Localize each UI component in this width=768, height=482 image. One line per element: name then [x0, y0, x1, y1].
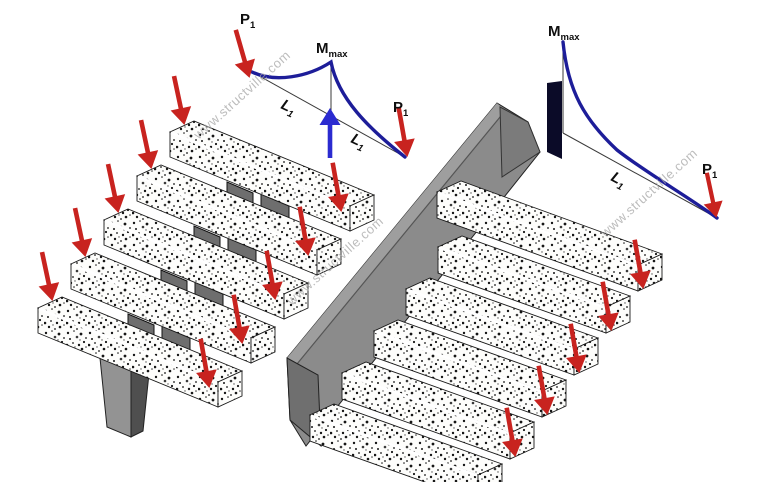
max-moment-label: Mmax	[548, 23, 580, 43]
wall-ridge-line	[296, 110, 506, 365]
load-label: P1	[702, 161, 718, 181]
point-load-arrow	[31, 249, 63, 304]
span-label: L1	[607, 169, 629, 193]
cantilever-beam-2	[436, 235, 632, 334]
cantilever-beam-5	[340, 361, 536, 460]
point-load-arrow	[64, 205, 96, 260]
span-label: L1	[347, 130, 369, 154]
wall-far-end-face	[499, 106, 541, 178]
support-column	[99, 357, 151, 438]
reaction-arrow-group	[319, 108, 341, 158]
watermark-text: www.structville.com	[190, 47, 294, 142]
slab-beam-2	[69, 252, 277, 364]
reaction-arrow	[319, 108, 341, 158]
max-moment-label: Mmax	[316, 40, 348, 60]
left-slab-system	[31, 73, 376, 438]
slab-beam-4	[135, 164, 343, 276]
cantilever-beam-4	[372, 319, 568, 418]
span-label: L1	[277, 96, 299, 120]
point-load-arrow	[163, 73, 195, 128]
load-label: P1	[393, 99, 409, 119]
column-left-face	[99, 357, 132, 438]
diagram-baseline	[562, 132, 718, 219]
fixed-support-block	[547, 81, 562, 159]
cantilever-beam-3	[404, 277, 600, 376]
slab-beam-5	[168, 120, 376, 232]
cantilever-beam-6	[308, 403, 504, 482]
right-cantilever-system	[286, 102, 664, 482]
wall-top-edge-band	[287, 103, 505, 364]
load-label: P1	[240, 11, 256, 31]
cantilever-moment-diagram: Mmax L1 P1	[547, 23, 726, 220]
moment-curve	[250, 59, 407, 159]
slab-beam-3	[102, 208, 310, 320]
watermark-text: www.structville.com	[597, 145, 701, 240]
balanced-moment-diagram: P1 P1 Mmax L1 L1	[225, 11, 418, 159]
slab-beam-1	[36, 296, 244, 408]
point-load-arrow	[97, 161, 129, 216]
point-load-arrow	[130, 117, 162, 172]
moment-curve	[561, 40, 719, 220]
